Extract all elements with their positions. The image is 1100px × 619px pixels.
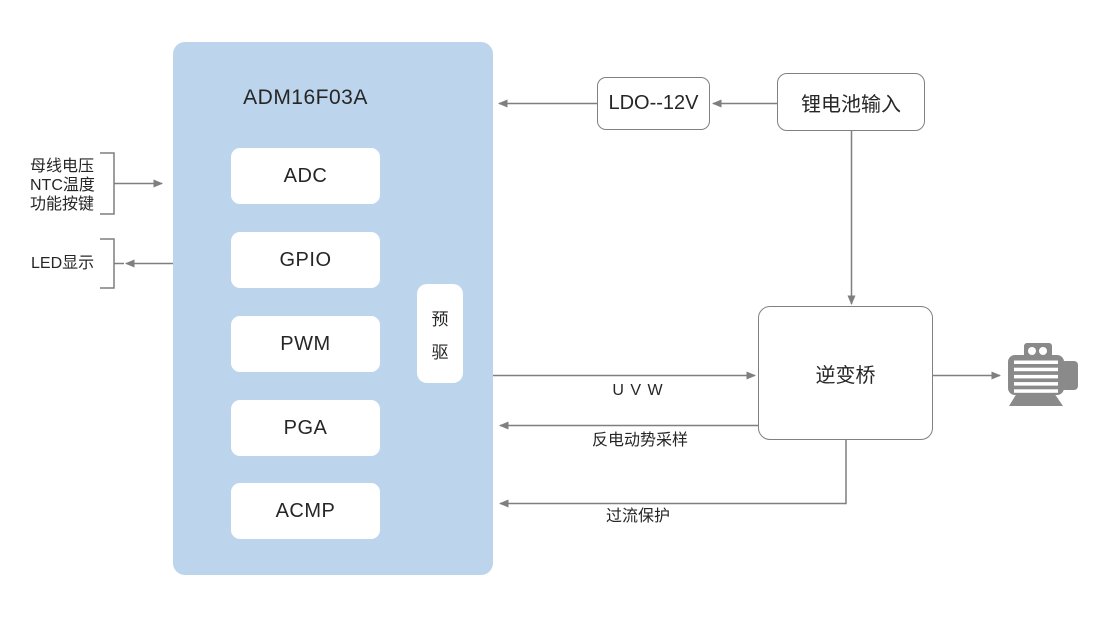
led-display-label: LED显示 bbox=[31, 255, 95, 272]
mcu-module-pwm: PWM bbox=[231, 316, 380, 372]
overcurrent-signal-label: 过流保护 bbox=[605, 508, 670, 525]
arrow-overcurrent bbox=[499, 440, 847, 508]
adc-inputs-bracket bbox=[100, 152, 115, 215]
adc-input-function-keys: 功能按键 bbox=[30, 196, 95, 213]
mcu-predriver-block: 预 驱 bbox=[417, 284, 463, 383]
mcu-block: ADM16F03A ADC GPIO PWM PGA ACMP 预 驱 bbox=[173, 42, 493, 575]
ldo-block: LDO--12V bbox=[597, 77, 710, 130]
adc-input-ntc-temp: NTC温度 bbox=[30, 177, 95, 194]
mcu-module-pga: PGA bbox=[231, 400, 380, 456]
adc-input-bus-voltage: 母线电压 bbox=[30, 158, 95, 175]
mcu-title: ADM16F03A bbox=[243, 86, 368, 109]
mcu-module-adc: ADC bbox=[231, 148, 380, 204]
led-bracket bbox=[100, 238, 115, 289]
inverter-bridge-block: 逆变桥 bbox=[758, 306, 933, 440]
battery-input-block: 锂电池输入 bbox=[777, 73, 925, 131]
uvw-signal-label: U V W bbox=[612, 382, 664, 399]
motor-icon bbox=[1008, 343, 1078, 406]
mcu-module-acmp: ACMP bbox=[231, 483, 380, 539]
adc-inputs-label: 母线电压 NTC温度 功能按键 bbox=[30, 157, 95, 214]
predriver-char-1: 预 bbox=[431, 309, 449, 329]
predriver-char-2: 驱 bbox=[431, 342, 449, 362]
back-emf-signal-label: 反电动势采样 bbox=[591, 432, 688, 449]
mcu-module-gpio: GPIO bbox=[231, 232, 380, 288]
